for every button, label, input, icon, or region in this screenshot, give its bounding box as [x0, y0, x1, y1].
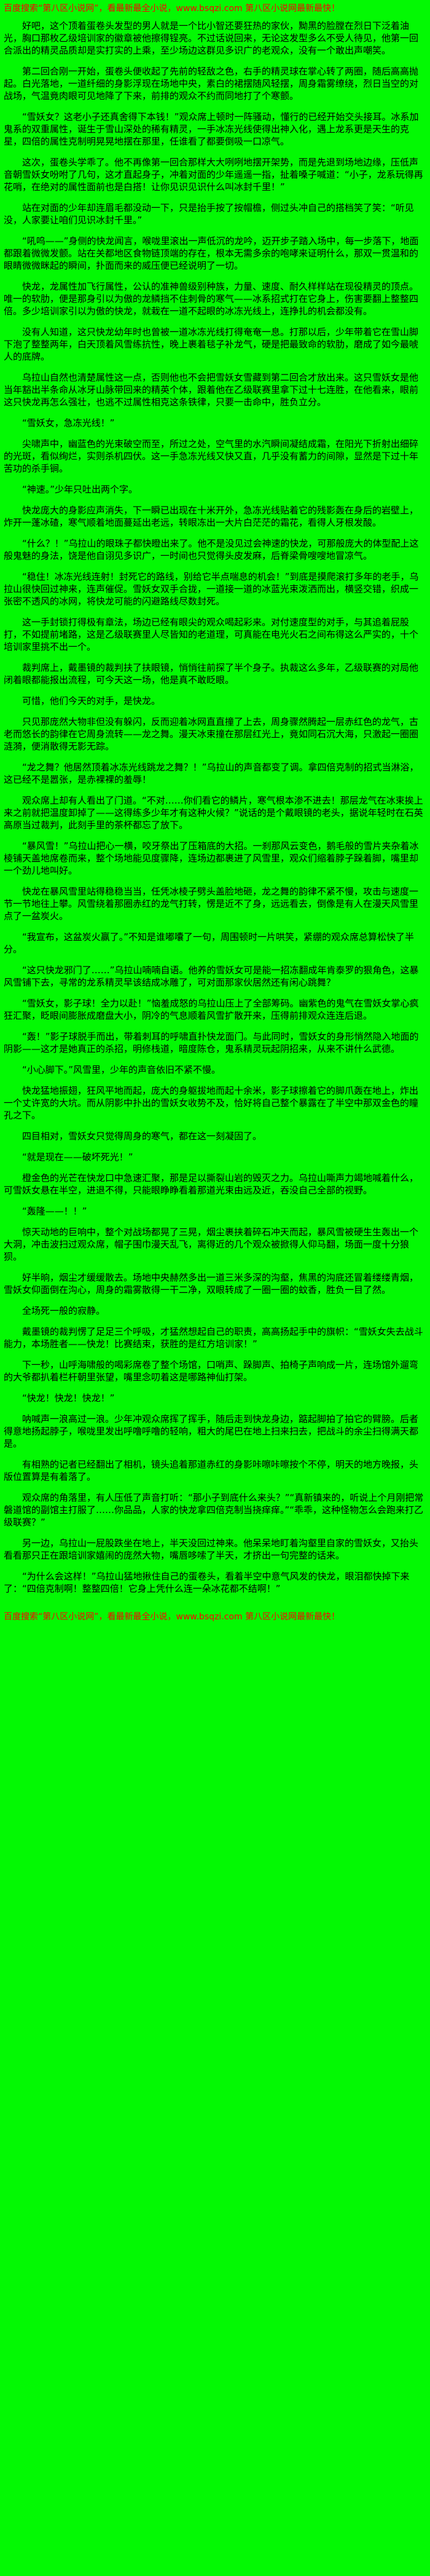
paragraph: 可惜，他们今天的对手，是快龙。	[22, 695, 161, 706]
header-promo: 百度搜索“第八区小说网”，看最新最全小说，www.bsqzi.com 第八区小说…	[0, 1, 430, 16]
paragraph: 观众席上却有人看出了门道。“不对……你们看它的鳞片，寒气根本渗不进去！那层龙气在…	[4, 795, 423, 831]
paragraph: 快龙猛地振翅，狂风平地而起，庞大的身躯拔地而起十余米，影子球擦着它的脚爪轰在地上…	[4, 1085, 419, 1121]
paragraph: 第二回合刚一开始，蛋卷头便收起了先前的轻敌之色，右手的精灵球在掌心转了两圈，随后…	[4, 66, 419, 101]
paragraph: “为什么会这样！”乌拉山猛地揪住自己的蛋卷头，看着半空中意气风发的快龙，眼泪都快…	[4, 1571, 410, 1594]
paragraph: “这只快龙邪门了……”乌拉山喃喃自语。他养的雪妖女可是能一招冻翻成年肯泰罗的狠角…	[4, 965, 419, 988]
paragraph: 另一边，乌拉山一屁股跌坐在地上，半天没回过神来。他呆呆地盯着沟壑里自家的雪妖女，…	[4, 1538, 419, 1561]
paragraph: 好半晌，烟尘才缓缓散去。场地中央赫然多出一道三米多深的沟壑，焦黑的沟底还冒着缕缕…	[4, 1272, 419, 1295]
paragraph: “暴风雪！”乌拉山把心一横，咬牙祭出了压箱底的大招。一刹那风云变色，鹅毛般的雪片…	[4, 840, 419, 876]
paragraph: 站在对面的少年却连眉毛都没动一下，只是抬手按了按帽檐，侧过头冲自己的搭档笑了笑：…	[4, 202, 414, 226]
paragraph: “雪妖女？这老小子还真舍得下本钱！”观众席上顿时一阵骚动，懂行的已经开始交头接耳…	[4, 111, 419, 147]
paragraph: “小心脚下。”风雪里，少年的声音依旧不紧不慢。	[22, 1064, 221, 1075]
paragraph: 全场死一般的寂静。	[22, 1305, 106, 1316]
paragraph: “轰隆——！！”	[22, 1206, 87, 1217]
paragraph: 惊天动地的巨响中，整个对战场都晃了三晃，烟尘裹挟着碎石冲天而起，暴风雪被硬生生轰…	[4, 1227, 419, 1262]
paragraph: “神速。”少年只吐出两个字。	[22, 484, 138, 495]
paragraph: “就是现在——破坏死光！”	[22, 1152, 133, 1163]
paragraph: “雪妖女，影子球！全力以赴！”恼羞成怒的乌拉山压上了全部筹码。幽紫色的鬼气在雪妖…	[4, 998, 419, 1021]
paragraph: “龙之舞？他居然顶着冰冻光线跳龙之舞？！”乌拉山的声音都变了调。拿四倍克制的招式…	[4, 762, 419, 785]
paragraph: “快龙！快龙！快龙！”	[22, 1393, 115, 1404]
footer-promo-text: 百度搜索“第八区小说网”，看最新最全小说，www.bsqzi.com 第八区小说…	[4, 1612, 340, 1622]
paragraph: 戴墨镜的裁判愣了足足三个呼吸，才猛然想起自己的职责，高高扬起手中的旗帜：“雪妖女…	[4, 1326, 423, 1349]
paragraph: 这次，蛋卷头学乖了。他不再像第一回合那样大大咧咧地摆开架势，而是先退到场地边缘，…	[4, 157, 423, 192]
chapter-body: 好吧，这个顶着蛋卷头发型的男人就是一个比小智还要狂热的家伙，黝黑的脸膛在烈日下泛…	[0, 16, 430, 1605]
footer-promo: 百度搜索“第八区小说网”，看最新最全小说，www.bsqzi.com 第八区小说…	[0, 1605, 430, 1624]
paragraph: “吼呜——”身侧的快龙闻言，喉咙里滚出一声低沉的龙吟，迈开步子踏入场中，每一步落…	[4, 235, 419, 271]
paragraph: 这一手封锁打得极有章法，场边已经有眼尖的观众喝起彩来。对付速度型的对手，与其追着…	[4, 617, 419, 652]
header-promo-text: 百度搜索“第八区小说网”，看最新最全小说，www.bsqzi.com 第八区小说…	[4, 4, 340, 14]
paragraph: 下一秒，山呼海啸般的喝彩席卷了整个场馆，口哨声、跺脚声、拍椅子声响成一片，连场馆…	[4, 1359, 419, 1383]
paragraph: 四目相对，雪妖女只觉得周身的寒气，都在这一刻凝固了。	[22, 1131, 262, 1142]
paragraph: 呐喊声一浪高过一浪。少年冲观众席挥了挥手，随后走到快龙身边，踮起脚拍了拍它的臂膀…	[4, 1413, 419, 1449]
paragraph: “雪妖女，急冻光线！”	[22, 417, 115, 429]
paragraph: 乌拉山自然也清楚属性这一点，否则他也不会把雪妖女雪藏到第二回合才放出来。这只雪妖…	[4, 372, 419, 408]
paragraph: 有相熟的记者已经翻出了相机，镜头追着那道赤红的身影咔嚓咔嚓按个不停，明天的地方晚…	[4, 1459, 419, 1482]
paragraph: 好吧，这个顶着蛋卷头发型的男人就是一个比小智还要狂热的家伙，黝黑的脸膛在烈日下泛…	[4, 20, 419, 56]
paragraph: 快龙，龙属性加飞行属性，公认的准神兽级别种族，力量、速度、耐久样样站在现役精灵的…	[4, 281, 419, 317]
paragraph: “轰！”影子球脱手而出，带着刺耳的呼啸直扑快龙面门。与此同时，雪妖女的身形悄然隐…	[4, 1031, 419, 1054]
paragraph: 尖啸声中，幽蓝色的光束破空而至，所过之处，空气里的水汽瞬间凝结成霜，在阳光下折射…	[4, 438, 419, 474]
paragraph: 没有人知道，这只快龙幼年时也曾被一道冰冻光线打得奄奄一息。打那以后，少年带着它在…	[4, 326, 419, 362]
paragraph: 观众席的角落里，有人压低了声音打听：“那小子到底什么来头？”“真新镇来的，听说上…	[4, 1492, 424, 1528]
paragraph: “什么？！”乌拉山的眼珠子都快瞪出来了。他不是没见过会神速的快龙，可那般庞大的体…	[4, 538, 419, 561]
paragraph: 快龙庞大的身影应声消失，下一瞬已出现在十米开外，急冻光线贴着它的残影轰在身后的岩…	[4, 505, 419, 528]
paragraph: 裁判席上，戴墨镜的裁判扶了扶眼镜，悄悄往前探了半个身子。执裁这么多年，乙级联赛的…	[4, 662, 419, 685]
paragraph: “我宣布，这盆炭火赢了。”不知是谁嘟囔了一句，周围顿时一片哄笑，紧绷的观众席总算…	[4, 931, 415, 955]
paragraph: 只见那庞然大物非但没有躲闪，反而迎着冰网直直撞了上去，周身骤然腾起一层赤红色的龙…	[4, 716, 419, 752]
paragraph: 橙金色的光芒在快龙口中急速汇聚，那是足以撕裂山岩的毁灭之力。乌拉山嘶声力竭地喊着…	[4, 1172, 419, 1196]
paragraph: “稳住！冰冻光线连射！封死它的路线，别给它半点喘息的机会！”到底是摸爬滚打多年的…	[4, 571, 419, 607]
paragraph: 快龙在暴风雪里站得稳稳当当，任凭冰棱子劈头盖脸地砸，龙之舞的韵律不紧不慢，攻击与…	[4, 886, 419, 922]
